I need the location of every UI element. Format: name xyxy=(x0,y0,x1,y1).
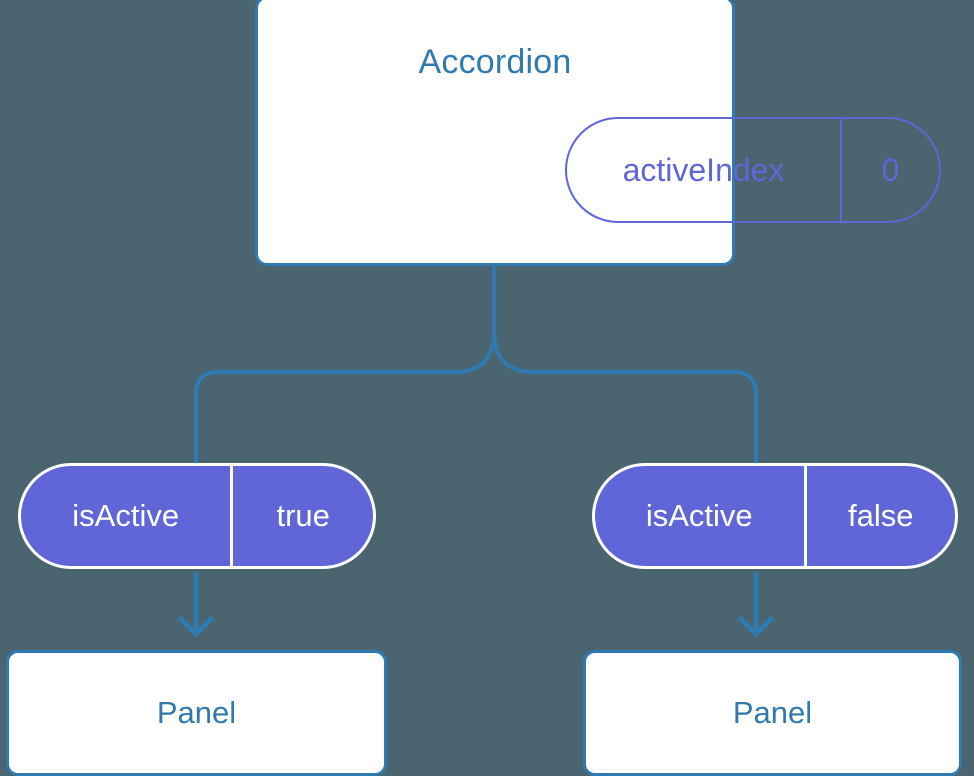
component-card-panel-right[interactable]: Panel xyxy=(583,650,962,776)
state-pill-active-index[interactable]: activeIndex 0 xyxy=(565,117,941,223)
component-title-panel-left: Panel xyxy=(156,695,237,730)
state-pill-value: 0 xyxy=(881,151,900,188)
prop-pill-is-active-false[interactable]: isActive false xyxy=(592,463,958,569)
arrow-left-head xyxy=(178,616,214,637)
connector-branch-left xyxy=(194,330,496,465)
arrow-right-head xyxy=(738,616,774,637)
prop-pill-key: isActive xyxy=(595,466,807,566)
prop-pill-value: false xyxy=(848,498,914,533)
prop-pill-is-active-true[interactable]: isActive true xyxy=(18,463,376,569)
component-title-accordion: Accordion xyxy=(418,43,572,81)
prop-pill-value: true xyxy=(276,498,330,533)
prop-pill-key: isActive xyxy=(21,466,234,566)
component-card-accordion[interactable]: Accordion activeIndex 0 xyxy=(255,0,941,266)
connector-branch-right xyxy=(492,330,758,465)
component-card-panel-left[interactable]: Panel xyxy=(6,650,387,776)
component-title-panel-right: Panel xyxy=(732,695,813,730)
state-pill-key: activeIndex xyxy=(567,119,843,221)
